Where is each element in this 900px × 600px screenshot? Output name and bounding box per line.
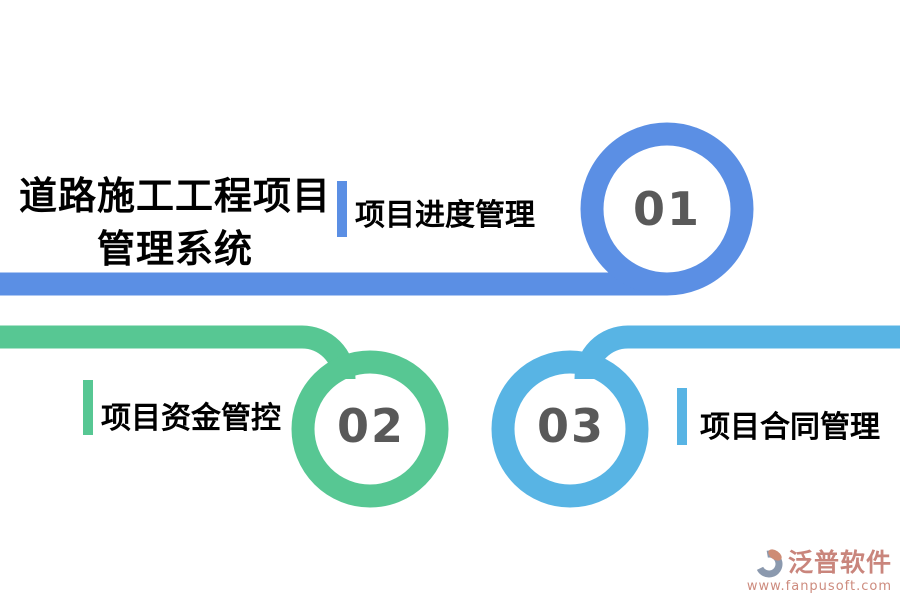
vendor-logo: 泛普软件 www.fanpusoft.com: [747, 547, 892, 594]
step-label-02-text: 项目资金管控: [101, 401, 281, 436]
accent-bar-01: [337, 181, 347, 237]
page-title-line2: 管理系统: [96, 227, 253, 271]
connector-02-ring: [291, 350, 449, 508]
page-title: 道路施工工程项目 管理系统: [14, 170, 336, 276]
fanpu-logo-icon: [755, 549, 783, 578]
accent-bar-03: [677, 388, 687, 445]
connector-02-loop: [0, 325, 449, 508]
connector-03-ring: [491, 350, 649, 508]
vendor-logo-url: www.fanpusoft.com: [746, 579, 892, 594]
connector-03-loop: [491, 325, 900, 508]
step-label-03-text: 项目合同管理: [700, 410, 880, 445]
accent-bar-02: [83, 380, 93, 435]
vendor-logo-name: 泛普软件: [787, 548, 892, 577]
step-number-01: 01: [632, 182, 702, 236]
page-title-line1: 道路施工工程项目: [18, 174, 331, 218]
connector-01-ring: [580, 122, 754, 296]
step-number-03: 03: [536, 399, 606, 453]
step-number-02: 02: [336, 399, 406, 453]
connector-01-loop: [0, 122, 754, 296]
connector-02-line: [0, 325, 356, 380]
connector-03-line: [574, 325, 900, 380]
step-label-01-text: 项目进度管理: [355, 198, 535, 233]
